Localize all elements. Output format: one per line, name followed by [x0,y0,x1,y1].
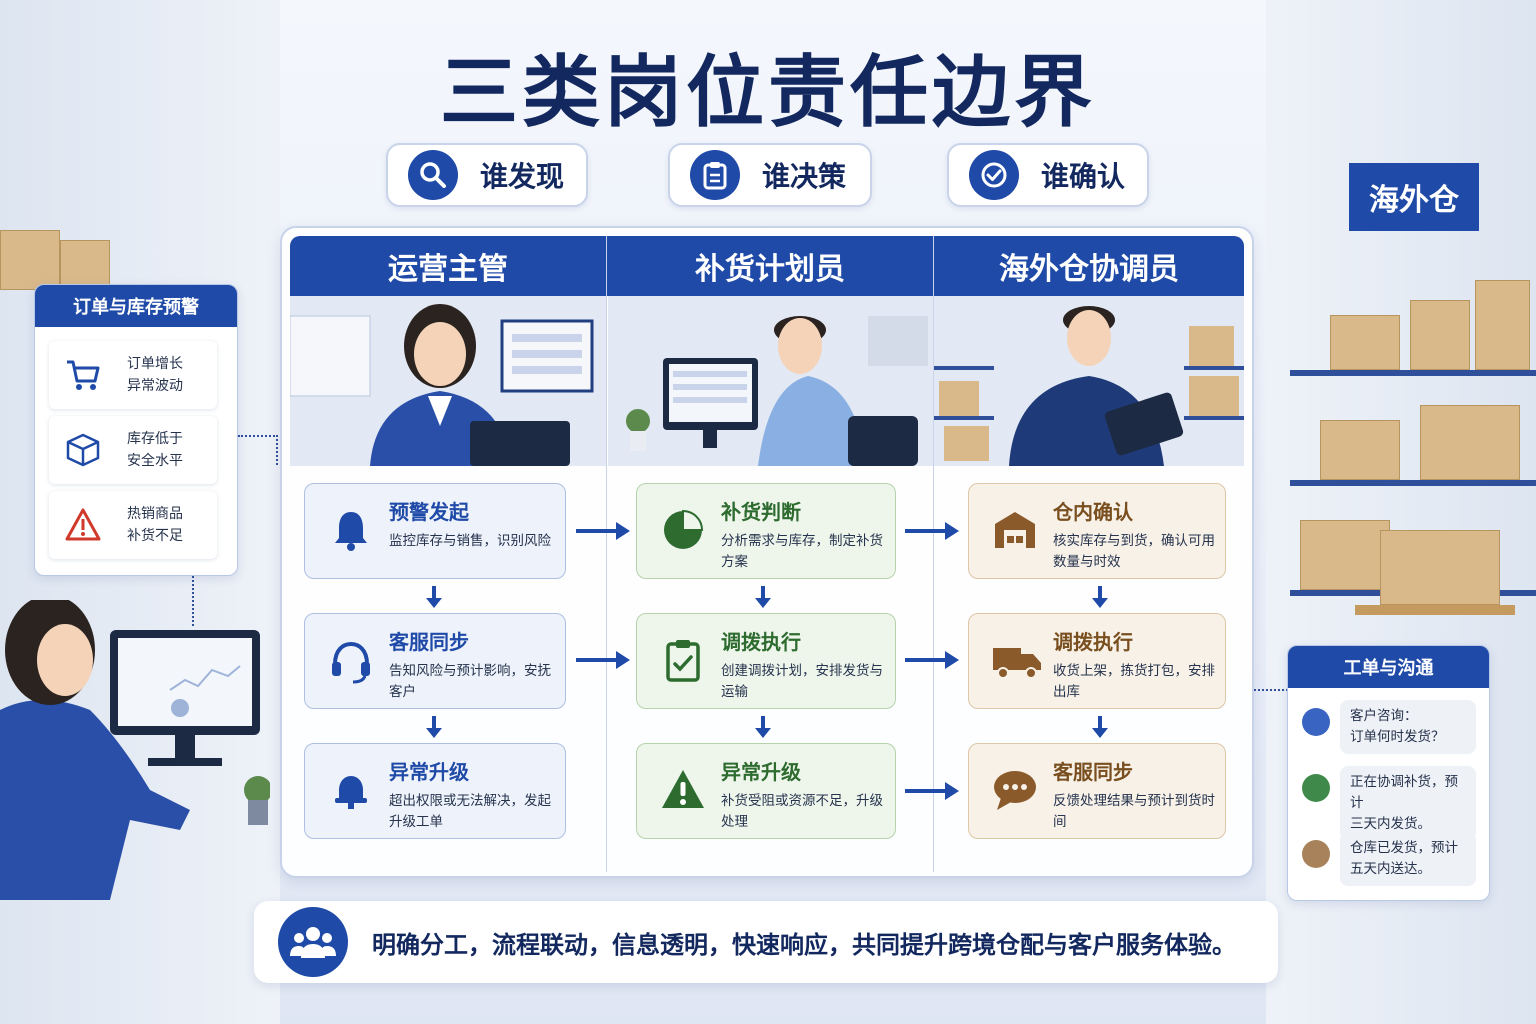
connector-line [1254,689,1288,691]
alert-item: 订单增长异常波动 [49,341,217,409]
connector-line [192,576,194,626]
footer-text: 明确分工，流程联动，信息透明，快速响应，共同提升跨境仓配与客户服务体验。 [372,930,1236,959]
card-desc: 超出权限或无法解决，发起升级工单 [389,793,551,830]
search-icon [408,150,458,200]
alert-item: 热销商品补货不足 [49,491,217,559]
avatar [1302,708,1330,736]
warehouse-icon [991,506,1039,554]
checklist-icon [659,636,707,684]
card-title: 调拨执行 [721,630,801,654]
page-title: 三类岗位责任边界 [439,48,1096,138]
coordinator-illustration [934,296,1244,466]
card-desc: 创建调拨计划，安排发货与运输 [721,663,883,700]
card-title: 客服同步 [1053,760,1133,784]
bell-icon [327,506,375,554]
alert-item: 库存低于安全水平 [49,416,217,484]
card-title: 异常升级 [721,760,801,784]
card-warehouse-confirm: 仓内确认 核实库存与到货，确认可用数量与时效 [968,483,1226,579]
communication-panel-title: 工单与沟通 [1288,646,1489,688]
column-header-replenishment-planner: 补货计划员 [607,236,933,296]
alarm-icon [327,766,375,814]
arrow-right-icon [905,782,959,800]
avatar [1302,840,1330,868]
card-desc: 监控库存与销售，识别风险 [389,533,551,549]
arrow-right-icon [905,651,959,669]
pill-who-confirms: 谁确认 [947,143,1149,207]
chat-line: 正在协调补货，预计 [1350,774,1458,811]
column-header-warehouse-coordinator: 海外仓协调员 [934,236,1244,296]
card-title: 调拨执行 [1053,630,1133,654]
column-header-ops-manager: 运营主管 [290,236,606,296]
chat-line: 客户咨询： [1350,708,1418,724]
card-desc: 收货上架，拣货打包，安排出库 [1053,663,1215,700]
arrow-down-icon [755,716,771,738]
alert-item-line: 热销商品 [127,506,183,522]
footer-banner: 明确分工，流程联动，信息透明，快速响应，共同提升跨境仓配与客户服务体验。 [254,901,1278,983]
card-escalate-planner: 异常升级 补货受阻或资源不足，升级处理 [636,743,896,839]
card-cs-sync: 客服同步 告知风险与预计影响，安抚客户 [304,613,566,709]
card-transfer-exec: 调拨执行 创建调拨计划，安排发货与运输 [636,613,896,709]
card-desc: 分析需求与库存，制定补货方案 [721,533,883,570]
ops-manager-illustration [290,296,606,466]
arrow-down-icon [1092,586,1108,608]
card-warehouse-cs-sync: 客服同步 反馈处理结果与预计到货时间 [968,743,1226,839]
connector-line [238,435,278,437]
chat-line: 仓库已发货，预计 [1350,840,1458,856]
warning-icon [65,507,101,543]
alert-item-line: 安全水平 [127,453,183,469]
pill-label: 谁确认 [1041,160,1126,193]
alert-item-line: 订单增长 [127,356,183,372]
communication-panel: 工单与沟通 客户咨询： 订单何时发货？ 正在协调补货，预计三天内发货。 仓库已发货… [1287,645,1490,901]
warehouse-sign: 海外仓 [1349,163,1479,231]
column-divider [933,236,934,872]
card-title: 异常升级 [389,760,469,784]
box-icon [65,432,101,468]
card-title: 仓内确认 [1053,500,1133,524]
alert-panel: 订单与库存预警 订单增长异常波动 库存低于安全水平 热销商品补货不足 [34,284,238,576]
connector-line [276,435,278,465]
avatar [1302,774,1330,802]
pill-label: 谁决策 [762,160,847,193]
card-title: 预警发起 [389,500,469,524]
alert-item-line: 库存低于 [127,431,183,447]
arrow-right-icon [576,651,630,669]
planner-illustration [608,296,933,466]
alert-item-line: 异常波动 [127,378,183,394]
arrow-down-icon [426,586,442,608]
office-worker-illustration [0,595,272,900]
pill-label: 谁发现 [480,160,565,193]
card-escalate: 异常升级 超出权限或无法解决，发起升级工单 [304,743,566,839]
warning-icon [659,766,707,814]
arrow-down-icon [426,716,442,738]
arrow-right-icon [576,522,630,540]
alert-panel-title: 订单与库存预警 [35,285,237,327]
card-replenish-judge: 补货判断 分析需求与库存，制定补货方案 [636,483,896,579]
pie-chart-icon [659,506,707,554]
card-warehouse-transfer: 调拨执行 收货上架，拣货打包，安排出库 [968,613,1226,709]
cart-icon [65,357,101,393]
truck-icon [991,636,1041,684]
pill-who-discovers: 谁发现 [386,143,588,207]
arrow-right-icon [905,522,959,540]
card-desc: 补货受阻或资源不足，升级处理 [721,793,883,830]
card-title: 补货判断 [721,500,801,524]
arrow-down-icon [755,586,771,608]
clipboard-icon [690,150,740,200]
chat-line: 订单何时发货？ [1350,729,1445,745]
alert-item-line: 补货不足 [127,528,183,544]
column-divider [606,236,607,872]
chat-line: 五天内送达。 [1350,861,1431,877]
card-title: 客服同步 [389,630,469,654]
chat-line: 三天内发货。 [1350,816,1431,832]
headset-icon [327,636,375,684]
team-icon [278,907,348,977]
card-desc: 告知风险与预计影响，安抚客户 [389,663,551,700]
card-desc: 核实库存与到货，确认可用数量与时效 [1053,533,1215,570]
check-circle-icon [969,150,1019,200]
card-alert-initiate: 预警发起 监控库存与销售，识别风险 [304,483,566,579]
arrow-down-icon [1092,716,1108,738]
card-desc: 反馈处理结果与预计到货时间 [1053,793,1215,830]
pill-who-decides: 谁决策 [668,143,872,207]
chat-icon [991,766,1039,814]
